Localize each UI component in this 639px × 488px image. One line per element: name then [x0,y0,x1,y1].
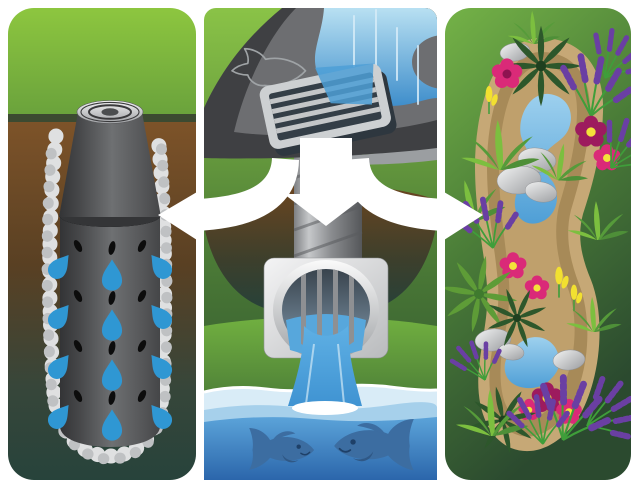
gravel-stones-shade [41,138,173,465]
fish-stencil-icon [231,47,307,87]
pipe-seam [60,216,160,227]
dry-well-illustration [8,8,196,480]
rocks [474,42,586,371]
perforation-slots [73,240,147,405]
outfall-structure [263,257,389,360]
rock-icon [552,349,586,371]
gravel-lining [41,128,173,465]
water-into-grate [315,63,374,105]
panel-dry-well [8,8,196,480]
street-scene [204,8,437,165]
panel-storm-drain [204,8,437,480]
panel-rain-garden [445,8,631,480]
pipe-riser [59,112,161,217]
rain-garden-illustration [445,8,631,480]
rock-icon [524,181,558,203]
storm-grate-icon [259,63,397,156]
bed-inner [499,66,578,420]
outfall-waterfall [288,326,362,415]
dry-well-pipe [59,100,161,447]
cap-hole [101,108,119,116]
pipe-cap [76,100,144,124]
storm-drain-illustration [204,8,437,480]
splash [292,401,358,415]
stream [204,383,437,480]
